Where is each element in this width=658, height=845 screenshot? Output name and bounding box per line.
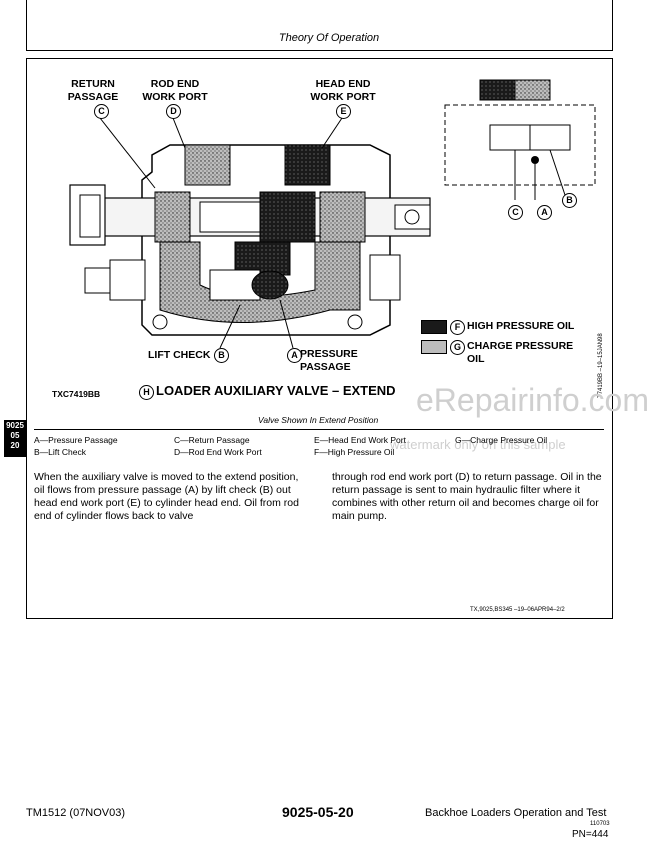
key-high-pressure: HIGH PRESSURE OIL (467, 320, 575, 332)
callout-g: G (450, 339, 465, 357)
frame-bottom (26, 618, 613, 619)
callout-f: F (450, 319, 465, 337)
legend-b: B—Lift Check (34, 447, 86, 457)
frame-top-rule (26, 50, 613, 51)
label-pressure-passage: PRESSURE PASSAGE (300, 348, 358, 373)
figure-number: TXC7419BB (52, 389, 101, 399)
footer-section-title: Backhoe Loaders Operation and Test (425, 807, 607, 819)
callout-e: E (336, 103, 351, 121)
watermark-site: eRepairinfo.com (416, 382, 649, 418)
legend-d: D—Rod End Work Port (174, 447, 262, 457)
callout-b: B (214, 347, 229, 365)
callout-a: A (287, 347, 302, 365)
body-column-1: When the auxiliary valve is moved to the… (34, 471, 299, 522)
figure-subtitle: Valve Shown In Extend Position (258, 415, 379, 425)
callout-c: C (94, 103, 109, 121)
body-column-2: through rod end work port (D) to return … (332, 471, 602, 522)
legend-f: F—High Pressure Oil (314, 447, 395, 457)
footer-manual: TM1512 (07NOV03) (26, 807, 126, 819)
frame-right (612, 58, 613, 618)
legend-e: E—Head End Work Port (314, 435, 406, 445)
page-header-title: Theory Of Operation (278, 32, 380, 44)
watermark-note: watermark only on this sample (390, 437, 566, 452)
footer-date-code: 110703 (590, 821, 610, 827)
footer-pn: PN=444 (572, 829, 609, 840)
label-rod-end-work-port: ROD END WORK PORT (142, 78, 208, 103)
footer-page-number: 9025-05-20 (282, 804, 354, 820)
label-return-passage: RETURN PASSAGE (67, 78, 119, 103)
figure-title: LOADER AUXILIARY VALVE – EXTEND (156, 383, 396, 398)
label-lift-check: LIFT CHECK (148, 349, 211, 361)
legend-g: G—Charge Pressure Oil (455, 435, 548, 445)
label-head-end-work-port: HEAD END WORK PORT (310, 78, 376, 103)
legend-c: C—Return Passage (174, 435, 250, 445)
callout-h: H (139, 384, 154, 402)
side-tab: 9025 05 20 (4, 420, 26, 457)
key-charge-pressure: CHARGE PRESSURE OIL (467, 340, 574, 365)
callout-d: D (166, 103, 181, 121)
legend-rule (34, 429, 604, 430)
valve-cross-section-diagram (69, 79, 596, 349)
callout-b-schematic: B (562, 192, 577, 210)
reference-code: TX,9025,BS345 –19–06APR94–2/2 (470, 607, 565, 613)
swatch-charge-pressure (421, 340, 447, 354)
frame-left (26, 58, 27, 618)
swatch-high-pressure (421, 320, 447, 334)
legend-a: A—Pressure Passage (34, 435, 118, 445)
frame-right-top (612, 0, 613, 50)
callout-c-schematic: C (508, 204, 523, 222)
frame-left-top (26, 0, 27, 50)
callout-a-schematic: A (537, 204, 552, 222)
frame-inner-top (26, 58, 613, 59)
